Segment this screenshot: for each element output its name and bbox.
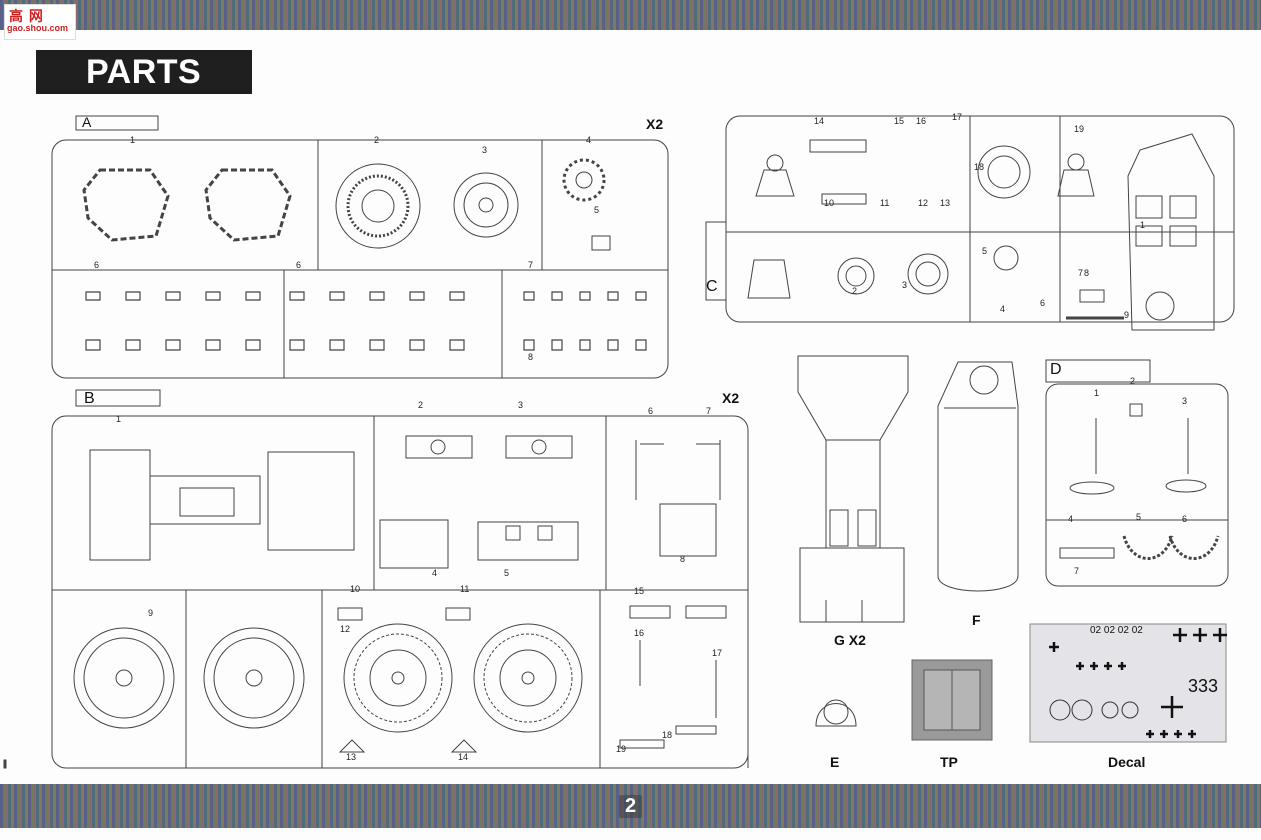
sprue-b-letter: B: [84, 390, 95, 407]
part-tp: [911, 659, 993, 741]
part-number-a: 6: [94, 260, 99, 270]
part-number-c: 7: [1078, 268, 1083, 278]
sprue-diagram: 1234566781234567891011121314151617181912…: [3, 112, 1235, 769]
page-title: PARTS: [36, 50, 252, 94]
part-number-c: 5: [982, 246, 987, 256]
part-f-label: F: [972, 612, 981, 628]
part-number-c: 11: [880, 198, 889, 208]
part-number-a: 4: [586, 135, 591, 145]
part-number-c: 10: [824, 198, 834, 208]
sprue-c-letter: C: [706, 278, 718, 295]
part-number-b: 18: [662, 730, 672, 740]
sprue-d-letter: D: [1050, 361, 1062, 378]
logo-site-text: gao.shou.com: [7, 23, 69, 33]
sprue-d: [1045, 359, 1229, 587]
part-number-c: 3: [902, 280, 907, 290]
part-number-b: 10: [350, 584, 360, 594]
part-number-c: 1: [1140, 220, 1145, 230]
part-number-b: 14: [458, 752, 468, 762]
part-number-a: 3: [482, 145, 487, 155]
part-number-b: 15: [634, 586, 644, 596]
part-number-b: 11: [460, 584, 469, 594]
part-g: [797, 355, 909, 623]
part-number-d: 7: [1074, 566, 1079, 576]
part-number-c: 2: [852, 286, 857, 296]
part-number-b: 12: [340, 624, 350, 634]
site-logo: 高 网 gao.shou.com: [4, 4, 76, 40]
part-tp-label: TP: [940, 754, 958, 770]
part-number-a: 8: [528, 352, 533, 362]
logo-glyph: 高 网: [9, 8, 44, 24]
part-number-b: 19: [616, 744, 626, 754]
part-number-b: 7: [706, 406, 711, 416]
part-number-b: 6: [648, 406, 653, 416]
part-number-b: 8: [680, 554, 685, 564]
sprue-b-quantity: X2: [722, 390, 740, 406]
part-number-c: 12: [918, 198, 928, 208]
part-number-d: 3: [1182, 396, 1187, 406]
part-number-d: 1: [1094, 388, 1099, 398]
sprue-a-quantity: X2: [646, 116, 664, 132]
part-number-b: 17: [712, 648, 722, 658]
decal-sheet: [1029, 623, 1227, 743]
decal-number-333: 333: [1188, 676, 1219, 696]
part-number-a: 7: [528, 260, 533, 270]
part-number-c: 16: [916, 116, 926, 126]
part-number-b: 16: [634, 628, 644, 638]
part-number-c: 18: [974, 162, 984, 172]
bottom-border-stripe: 2: [0, 784, 1261, 828]
sprue-a: [51, 115, 669, 379]
part-number-b: 4: [432, 568, 437, 578]
part-number-b: 9: [148, 608, 153, 618]
part-number-d: 2: [1130, 376, 1135, 386]
part-number-d: 4: [1068, 514, 1073, 524]
part-number-c: 14: [814, 116, 824, 126]
decal-number-row: 02 02 02 02: [1090, 625, 1143, 636]
part-number-c: 17: [952, 112, 962, 122]
part-number-d: 5: [1136, 512, 1141, 522]
part-number-d: 6: [1182, 514, 1187, 524]
sprue-c: [705, 115, 1235, 331]
part-number-a: 1: [130, 135, 135, 145]
part-g-label: G X2: [834, 632, 866, 648]
part-number-c: 8: [1084, 268, 1089, 278]
part-e: [815, 699, 857, 727]
part-number-b: 13: [346, 752, 356, 762]
part-f: [937, 361, 1019, 592]
part-number-b: 2: [418, 400, 423, 410]
part-number-c: 15: [894, 116, 904, 126]
part-number-c: 13: [940, 198, 950, 208]
part-number-a: 2: [374, 135, 379, 145]
top-border-stripe: [0, 0, 1261, 30]
part-number-b: 1: [116, 414, 121, 424]
part-e-label: E: [830, 754, 840, 770]
page-number: 2: [618, 794, 643, 818]
part-number-c: 9: [1124, 310, 1129, 320]
part-number-c: 4: [1000, 304, 1005, 314]
part-number-b: 5: [504, 568, 509, 578]
sprue-a-letter: A: [82, 114, 92, 130]
sprue-b: [51, 389, 749, 769]
part-number-a: 6: [296, 260, 301, 270]
part-number-c: 19: [1074, 124, 1084, 134]
part-number-c: 6: [1040, 298, 1045, 308]
part-number-b: 3: [518, 400, 523, 410]
decal-label: Decal: [1108, 754, 1146, 770]
part-number-a: 5: [594, 205, 599, 215]
